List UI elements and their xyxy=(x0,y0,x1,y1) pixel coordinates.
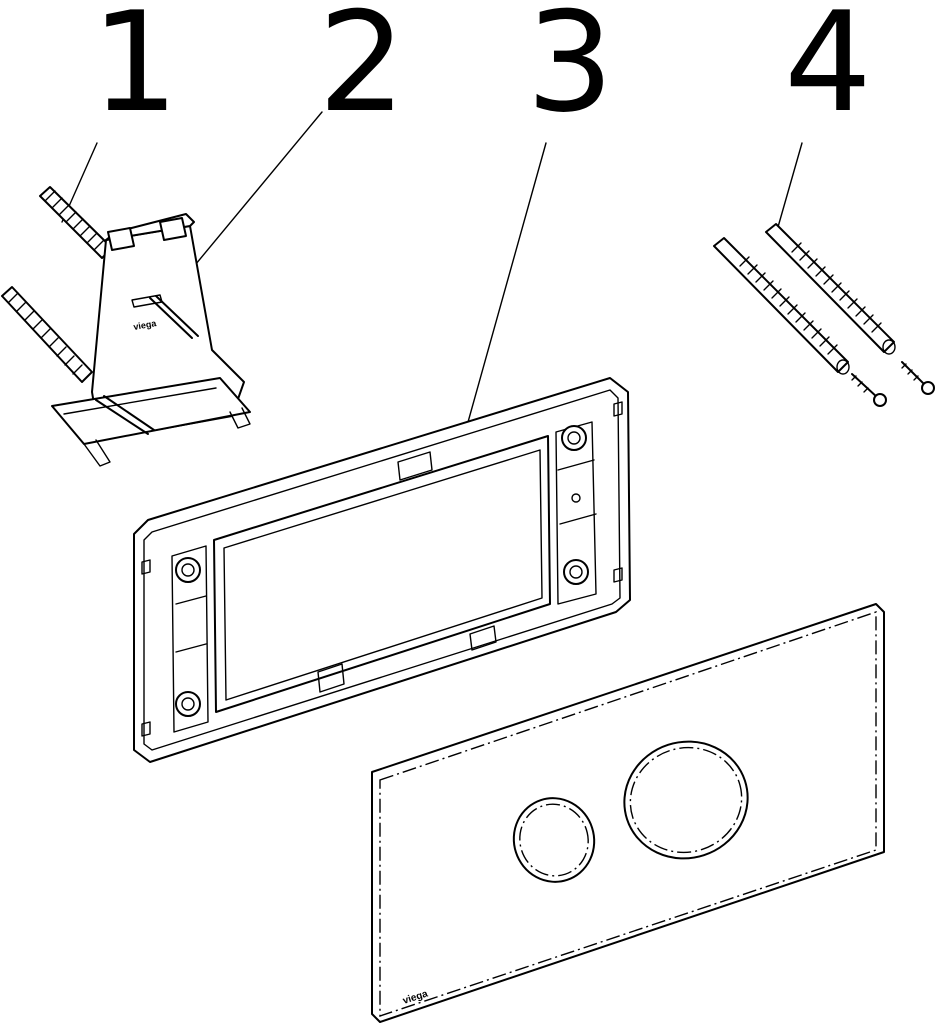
screw-left xyxy=(851,373,887,407)
callout-number-3: 3 xyxy=(526,0,614,143)
leader-line-3 xyxy=(462,142,547,441)
wall-plug-lower xyxy=(1,286,93,383)
callout-number-4: 4 xyxy=(784,0,872,143)
callout-number-1: 1 xyxy=(91,0,179,143)
mounting-frame xyxy=(133,377,631,763)
wall-plug-upper xyxy=(39,186,113,259)
long-wall-plug-left xyxy=(713,237,850,375)
callout-number-2: 2 xyxy=(318,0,406,143)
long-wall-plug-right xyxy=(765,223,896,355)
bracket-brand-mark: viega xyxy=(133,318,158,332)
large-flush-button xyxy=(623,740,749,860)
screw-right xyxy=(901,361,935,395)
leader-line-2 xyxy=(175,111,323,289)
mounting-bracket: viega xyxy=(51,213,251,467)
flush-plate: viega xyxy=(371,603,885,1023)
small-flush-button xyxy=(512,797,596,883)
leader-line-4 xyxy=(775,142,803,235)
